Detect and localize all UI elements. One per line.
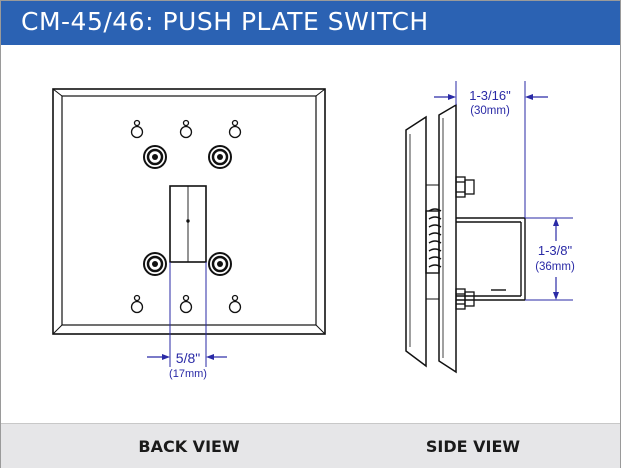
keyhole-holes-bottom [130,294,242,314]
mounting-plate [438,103,457,374]
mounting-studs [143,145,232,276]
depth-dimension-value: 1-3/16" [469,88,511,103]
upper-stud [455,176,475,198]
page-title: CM-45/46: PUSH PLATE SWITCH [21,7,429,36]
footer-bar: BACK VIEW SIDE VIEW [1,423,620,468]
back-view-drawing [52,88,326,335]
front-plate [405,115,427,368]
back-view-label: BACK VIEW [138,437,240,456]
side-view-label: SIDE VIEW [425,437,521,456]
plate-inner-edge [61,95,317,326]
side-height-dimension [525,217,573,301]
depth-dimension-metric: (30mm) [470,105,510,117]
lower-stud [455,288,475,310]
switch-spring [425,208,442,274]
height-dimension-metric: (36mm) [535,261,575,273]
header-bar: CM-45/46: PUSH PLATE SWITCH [1,1,620,45]
back-dimension-value: 5/8" [176,350,200,366]
plate-outer-edge [52,88,326,335]
side-depth-dimension [434,81,548,218]
height-dimension-value: 1-3/8" [538,243,573,258]
technical-drawing: 5/8" (17mm) [52,81,575,380]
switch-box [456,217,526,301]
keyhole-holes-top [130,119,242,139]
back-dimension-metric: (17mm) [169,368,207,380]
back-view-dimension [147,262,227,367]
side-view-drawing [405,103,526,374]
